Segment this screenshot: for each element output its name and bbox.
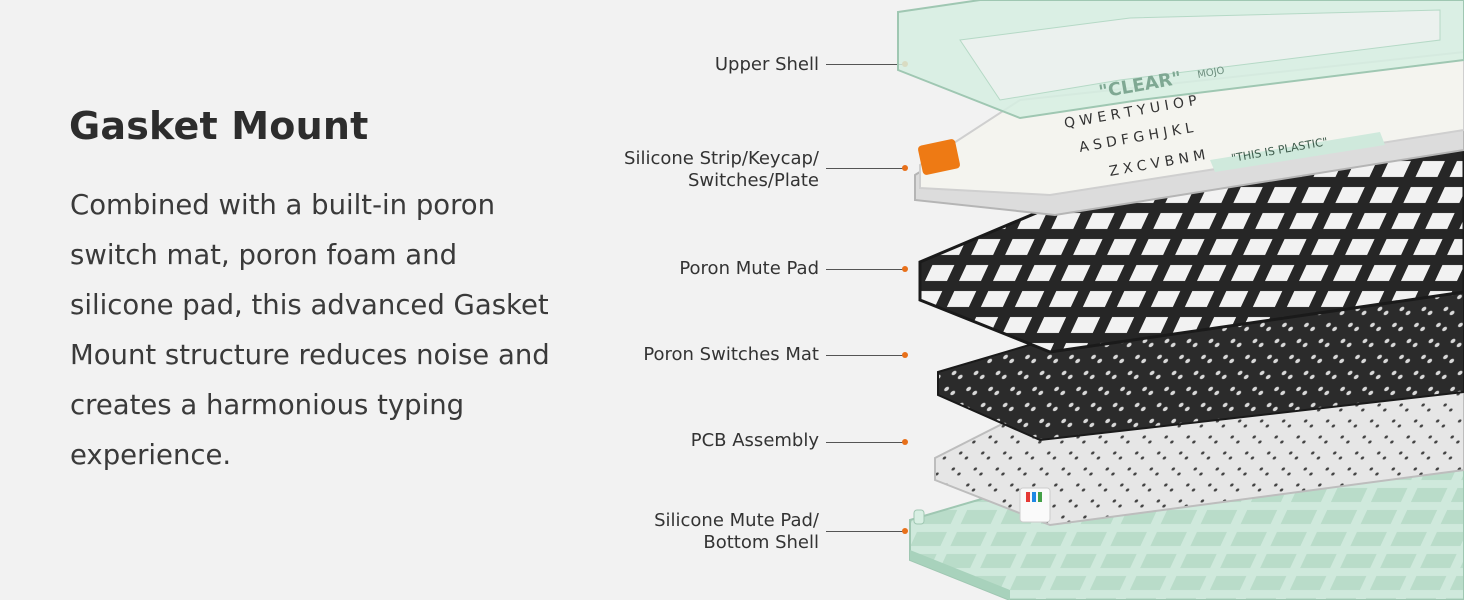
feature-heading: Gasket Mount: [69, 104, 369, 148]
exploded-keyboard-illustration: Q W E R T Y U I O P A S D F G H J K L Z …: [897, 0, 1464, 600]
label-upper-shell: Upper Shell: [715, 54, 819, 76]
feature-description: Combined with a built-in poron switch ma…: [70, 189, 550, 471]
label-poron-mute-pad: Poron Mute Pad: [679, 258, 819, 280]
label-line: Silicone Strip/Keycap/: [624, 148, 819, 169]
label-poron-switches-mat: Poron Switches Mat: [643, 344, 819, 366]
leader-line: [826, 168, 904, 169]
leader-line: [826, 531, 904, 532]
upper-shell: "CLEAR" MOJO: [897, 0, 1464, 120]
pointer-dot: [902, 165, 908, 171]
pointer-dot: [902, 266, 908, 272]
label-line: Poron Mute Pad: [679, 258, 819, 279]
shell-brand-mojo: MOJO: [1197, 65, 1226, 81]
leader-line: [826, 442, 904, 443]
pointer-dot: [902, 352, 908, 358]
label-line: Switches/Plate: [687, 170, 819, 191]
pointer-dot: [902, 439, 908, 445]
leader-line: [826, 269, 904, 270]
leader-line: [826, 355, 904, 356]
label-line: Silicone Mute Pad/: [654, 510, 819, 531]
label-pcb-assembly: PCB Assembly: [691, 430, 819, 452]
label-line: Upper Shell: [714, 54, 819, 75]
label-silicone-mute-pad-bottom-shell: Silicone Mute Pad/ Bottom Shell: [654, 510, 819, 554]
pointer-dot: [902, 528, 908, 534]
label-silicone-strip-keycap-switches-plate: Silicone Strip/Keycap/ Switches/Plate: [624, 148, 819, 192]
label-line: Bottom Shell: [703, 532, 819, 553]
label-line: PCB Assembly: [690, 430, 819, 451]
leader-line: [826, 64, 904, 65]
label-line: Poron Switches Mat: [643, 344, 819, 365]
